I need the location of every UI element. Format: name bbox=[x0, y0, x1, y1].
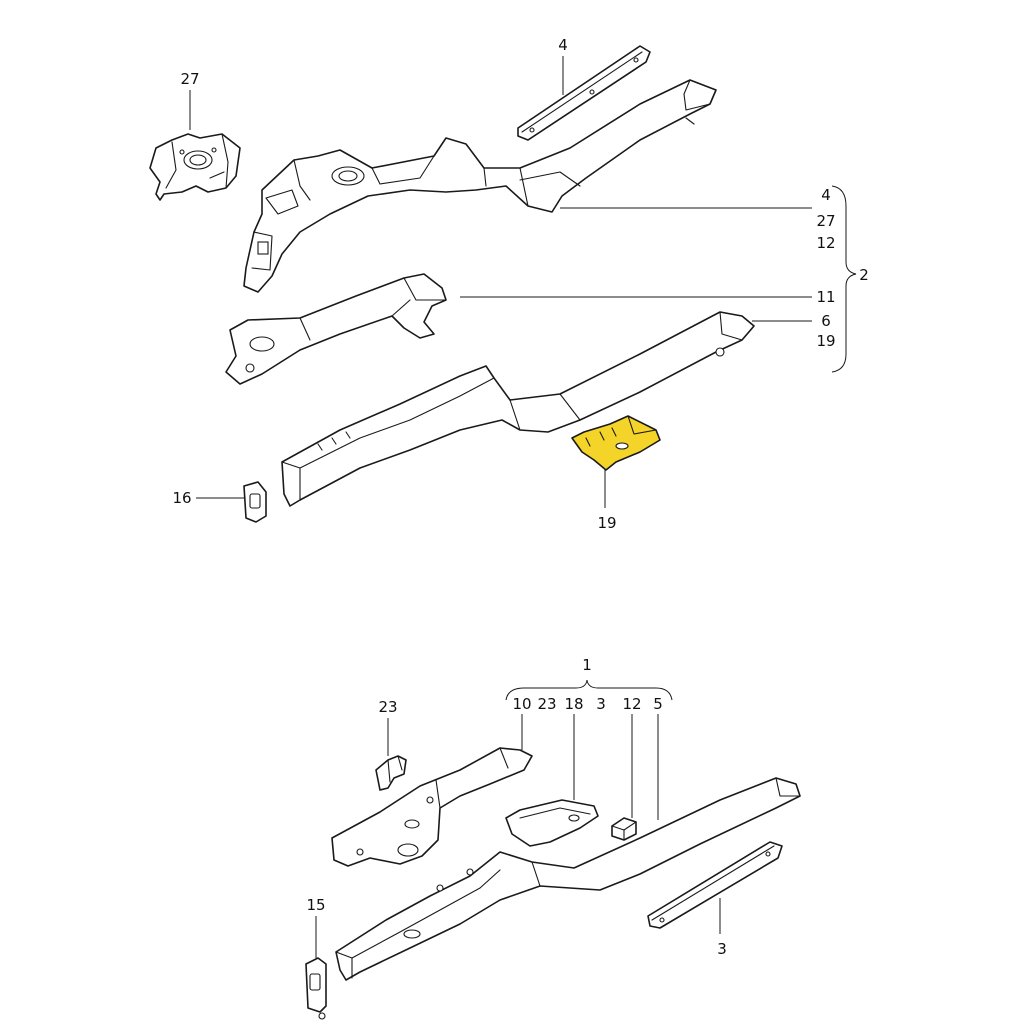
part-23[interactable] bbox=[375, 755, 407, 791]
part-16[interactable] bbox=[243, 481, 267, 523]
group1-item-12: 12 bbox=[622, 695, 641, 713]
callout-23: 23 bbox=[378, 698, 397, 716]
bottom-leaders bbox=[315, 679, 721, 958]
part-18[interactable] bbox=[505, 799, 599, 847]
part-5[interactable] bbox=[335, 777, 801, 981]
part-15[interactable] bbox=[305, 957, 327, 1020]
group2-item-19: 19 bbox=[816, 332, 835, 350]
part-2-assembly[interactable] bbox=[243, 79, 717, 293]
part-4-top[interactable] bbox=[517, 45, 651, 141]
group1-item-10: 10 bbox=[512, 695, 531, 713]
top-leaders bbox=[189, 56, 857, 508]
callout-4-top: 4 bbox=[558, 36, 568, 54]
callout-27: 27 bbox=[180, 70, 199, 88]
group1-item-23: 23 bbox=[537, 695, 556, 713]
callout-3: 3 bbox=[717, 940, 727, 958]
group2-item-27: 27 bbox=[816, 212, 835, 230]
part-3[interactable] bbox=[647, 841, 783, 929]
group1-item-18: 18 bbox=[564, 695, 583, 713]
part-11[interactable] bbox=[225, 273, 447, 385]
group1-item-3: 3 bbox=[596, 695, 606, 713]
part-12-bottom[interactable] bbox=[611, 817, 637, 841]
part-27[interactable] bbox=[149, 133, 241, 201]
callout-16: 16 bbox=[172, 489, 191, 507]
callout-19: 19 bbox=[597, 514, 616, 532]
callout-15: 15 bbox=[306, 896, 325, 914]
part-6[interactable] bbox=[281, 311, 755, 507]
group2-item-6: 6 bbox=[821, 312, 831, 330]
part-10[interactable] bbox=[331, 747, 533, 867]
group2-item-4: 4 bbox=[821, 186, 831, 204]
part-19-fill bbox=[571, 415, 661, 471]
group2-item-12: 12 bbox=[816, 234, 835, 252]
callout-11: 11 bbox=[816, 288, 835, 306]
callout-labels: 27 4 4 27 12 2 11 6 19 16 19 1 10 23 18 … bbox=[172, 36, 868, 958]
part-19-highlighted[interactable] bbox=[571, 415, 661, 471]
group1-item-5: 5 bbox=[653, 695, 663, 713]
group1-label: 1 bbox=[582, 656, 592, 674]
group2-label: 2 bbox=[859, 266, 869, 284]
